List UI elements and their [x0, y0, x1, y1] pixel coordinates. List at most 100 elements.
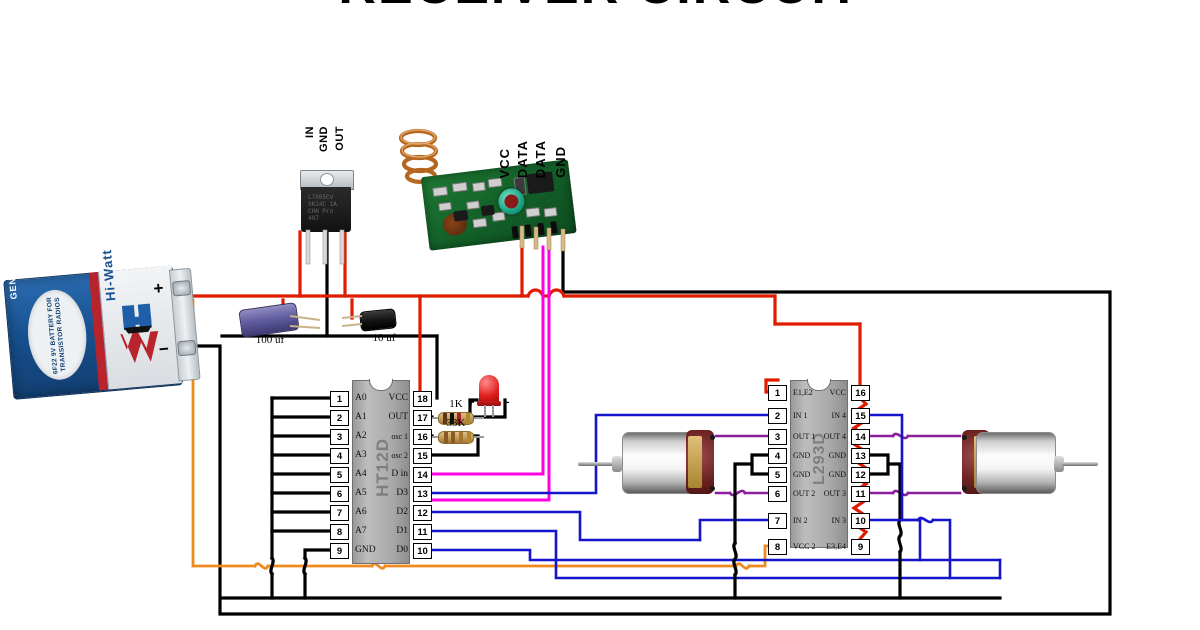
resistor-33k-lead-left	[428, 436, 440, 438]
resistor-33k: 33K	[428, 417, 484, 444]
rf-smd-7	[472, 217, 488, 229]
rf-smd-10	[543, 207, 558, 218]
ht12d-pin-18-label: VCC	[388, 393, 408, 403]
resistor-1k-band-1	[443, 413, 447, 424]
l293d-pin-6-num: 6	[768, 486, 787, 502]
ht12d-pin-3-label: A2	[355, 431, 367, 441]
l293d-pin-2-num: 2	[768, 408, 787, 424]
resistor-33k-label: 33K	[446, 417, 466, 429]
rf-pin-label-data2: DATA	[533, 140, 548, 179]
l293d-pin-7-label: IN 2	[793, 516, 808, 525]
led-minus-sign: −	[503, 397, 510, 409]
rf-smd-2	[451, 181, 468, 193]
ht12d-pin-11-label: D1	[396, 526, 408, 536]
9v-battery: GENERAL PURPOSE 6F22 9V BATTERY FOR TRAN…	[0, 194, 201, 400]
led-dome	[479, 375, 499, 405]
motor-left-brass	[688, 436, 702, 488]
regulator-leads	[305, 229, 345, 265]
l293d-pin-13-label: GND	[828, 451, 846, 460]
l293d-pin-11-num: 11	[851, 486, 870, 502]
l293d-pin-8-label: VCC 2	[793, 542, 816, 551]
capacitor-10uf: 10 uf	[341, 308, 408, 346]
rf-pin-labels: VCC DATA DATA GND	[497, 140, 617, 196]
l293d-pin-6-label: OUT 2	[793, 489, 816, 498]
l293d-pin-3-num: 3	[768, 429, 787, 445]
ht12d-pin-14-label: D in	[391, 469, 408, 479]
capacitor-100uf-leads	[289, 315, 321, 329]
ht12d-pin-7-num: 7	[330, 505, 349, 521]
l293d-pin-1-label: E1,E2	[793, 388, 813, 397]
resistor-1k-body	[438, 412, 474, 425]
ht12d-pin-5-label: A4	[355, 469, 367, 479]
hiwatt-logo-icon	[120, 303, 159, 364]
rf-smd-6	[466, 200, 481, 210]
ht12d-pin-2-num: 2	[330, 410, 349, 426]
led-flange	[477, 401, 501, 406]
resistor-1k: 1K	[428, 398, 484, 425]
ht12d-pin-5-num: 5	[330, 467, 349, 483]
capacitor-100uf: 100 uf	[238, 302, 321, 346]
ht12d-pin-10-label: D0	[396, 545, 408, 555]
capacitor-10uf-body	[359, 308, 397, 332]
l293d-pin-13-num: 13	[851, 448, 870, 464]
ht12d-pin-15-label: osc 2	[391, 451, 408, 460]
ht12d-pin-8-num: 8	[330, 524, 349, 540]
dc-motor-left	[578, 418, 718, 506]
ht12d-pin-9-num: 9	[330, 543, 349, 559]
ht12d-package	[352, 380, 410, 564]
ht12d-pin-4-num: 4	[330, 448, 349, 464]
motor-left-boss	[612, 456, 622, 472]
ht12d-pin-16-num: 16	[413, 429, 432, 445]
ht12d-pin-2-label: A1	[355, 412, 367, 422]
motor-right-terminal-1	[962, 435, 967, 440]
resistor-1k-band-3	[457, 413, 461, 424]
rf-smd-5	[438, 201, 452, 212]
l293d-pin-15-label: IN 4	[831, 411, 846, 420]
indicator-led: + −	[468, 375, 509, 417]
l293d-pin-14-num: 14	[851, 429, 870, 445]
motor-left-terminal-1	[710, 435, 715, 440]
resistor-1k-lead-right	[470, 417, 484, 419]
regulator-mounting-hole	[320, 173, 334, 186]
ht12d-pin-1-num: 1	[330, 391, 349, 407]
ht12d-pin-13-num: 13	[413, 486, 432, 502]
ht12d-pin-17-label: OUT	[388, 412, 408, 422]
ht12d-pin-11-num: 11	[413, 524, 432, 540]
l293d-pin-16-num: 16	[851, 385, 870, 401]
regulator-pin-gnd: GND	[318, 126, 330, 152]
l293d-pin-12-label: GND	[828, 470, 846, 479]
ht12d-pin-1-label: A0	[355, 393, 367, 403]
l293d-motor-driver: L293D 1 E1,E2 2 IN 1 3 OUT 1 4 GND 5 GND…	[768, 379, 870, 555]
rf-pin-label-gnd: GND	[553, 146, 568, 178]
rf-smd-1	[432, 186, 449, 197]
regulator-body	[301, 187, 351, 232]
battery-spec-wrap: 6F22 9V BATTERY FOR TRANSISTOR RADIOS	[24, 287, 90, 382]
ht12d-pin-6-num: 6	[330, 486, 349, 502]
rf-smd-9	[525, 207, 541, 218]
motor-right-terminal-2	[962, 486, 967, 491]
l293d-pin-5-num: 5	[768, 467, 787, 483]
l293d-pin-9-label: E3,E4	[826, 542, 846, 551]
rf-transistor-2	[480, 204, 495, 217]
l293d-pin-4-num: 4	[768, 448, 787, 464]
capacitor-10uf-label: 10 uf	[372, 332, 396, 344]
motor-right-can	[976, 432, 1056, 494]
l293d-pin-2-label: IN 1	[793, 411, 808, 420]
led-lead-cathode	[492, 405, 494, 417]
l293d-pin-16-label: VCC	[829, 388, 846, 397]
l293d-pin-8-num: 8	[768, 539, 787, 555]
ht12d-decoder: HT12D 1 A0 2 A1 3 A2 4 A3 5 A4 6 A5 7 A6…	[330, 379, 432, 564]
rf-pin-label-data1: DATA	[515, 140, 530, 179]
l293d-pin-7-num: 7	[768, 513, 787, 529]
l293d-pin-1-num: 1	[768, 385, 787, 401]
l293d-pin-12-num: 12	[851, 467, 870, 483]
ht12d-pin-8-label: A7	[355, 526, 367, 536]
ht12d-pin-15-num: 15	[413, 448, 432, 464]
ht12d-pin-12-num: 12	[413, 505, 432, 521]
rf-pin-label-vcc: VCC	[497, 148, 512, 179]
voltage-regulator: L7805CV SK24C 1A CHN Pro 407 IN GND OUT	[300, 126, 354, 265]
resistor-33k-band-3	[459, 432, 463, 443]
motor-right-boss	[1054, 456, 1064, 472]
battery-plus-terminal	[171, 280, 192, 297]
